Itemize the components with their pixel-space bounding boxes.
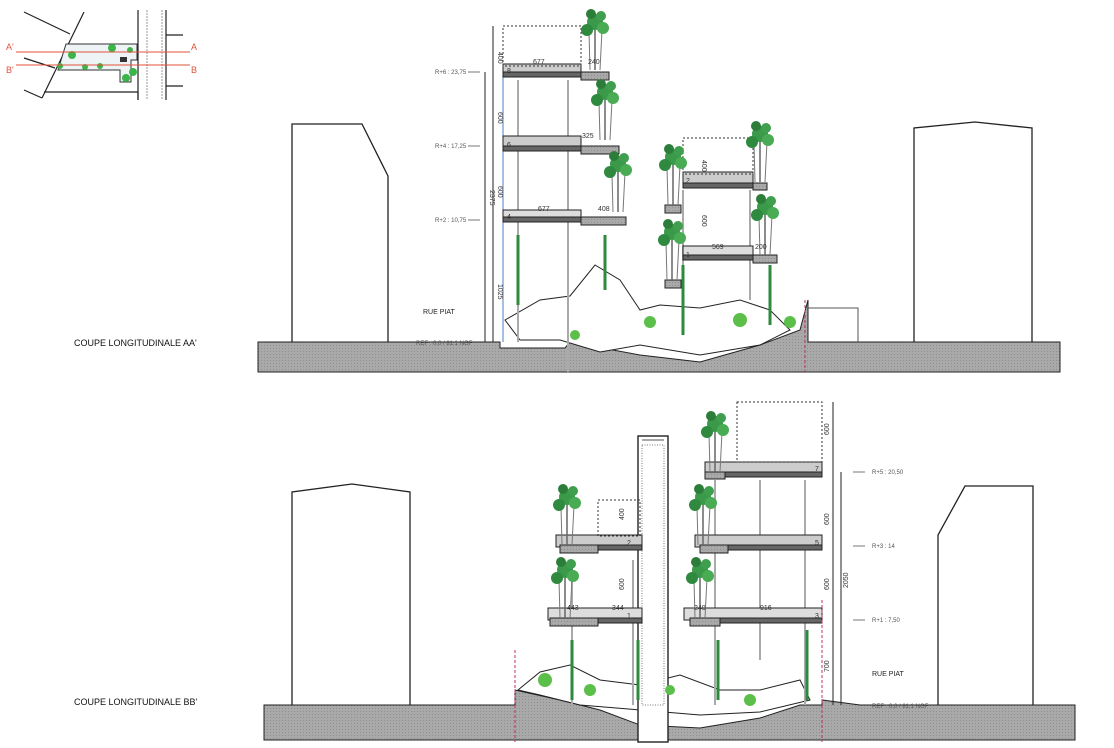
dim-bb-w1b: 344 [612,605,624,612]
floor-number: 7 [815,466,819,473]
cut-b-prime-label: B' [6,65,14,75]
section-aa-title: COUPE LONGITUDINALE AA' [74,338,197,348]
dim-aa-floor1: 600 [496,112,503,124]
cut-b-label: B [191,65,197,75]
key-plan: A' A B' B [6,10,197,100]
dim-bb-r1: 600 [824,423,831,435]
dim-aa-w8b: 240 [588,59,600,66]
dim-aa-w1a: 569 [712,244,724,251]
left-building-bb [291,483,411,705]
dim-aa-w8a: 677 [533,59,545,66]
level-r2: R+2 : 10,75 [435,218,467,224]
level-r5: R+5 : 20,50 [872,470,904,476]
section-aa: COUPE LONGITUDINALE AA' [74,8,1061,373]
right-building-bb [937,485,1034,705]
dim-aa-w4b: 408 [598,206,610,213]
dim-aa-w4a: 677 [538,206,550,213]
floor-number: 4 [507,214,511,221]
street-label-bb: RUE PIAT [872,671,904,678]
dim-aa-top: 400 [496,52,503,64]
dim-aa-r-mid: 600 [700,215,707,227]
dim-aa-w1b: 200 [755,244,767,251]
left-building-aa [291,123,389,342]
section-bb: COUPE LONGITUDINALE BB' 600 600 [74,401,1076,743]
dim-bb-total: 2050 [843,572,850,588]
dim-bb-l-mid: 600 [619,578,626,590]
dim-bb-w1a: 443 [567,605,579,612]
right-building-aa [913,121,1033,342]
floor-number: 6 [507,142,511,149]
level-r1: R+1 : 7,50 [872,618,901,624]
floor-number: 3 [815,613,819,620]
ground-bb [263,689,1076,741]
dim-aa-floor2: 600 [496,186,503,198]
dim-bb-base: 700 [824,660,831,672]
dim-bb-r2: 600 [824,513,831,525]
floor-number: 2 [686,178,690,185]
dim-aa-r-top: 400 [700,160,707,172]
dim-aa-base: 1025 [496,284,503,300]
floor-number: 5 [815,540,819,547]
dim-bb-w3b: 916 [760,605,772,612]
ref-level-bb: REF : 0,0 / 81.1 NGF [872,704,929,710]
cut-a-label: A [191,42,197,52]
level-r4: R+4 : 17,25 [435,144,467,150]
dim-aa-w6b: 325 [582,133,594,140]
level-r6: R+6 : 23,75 [435,70,467,76]
floor-number: 1 [686,252,690,259]
stair-tower [637,435,669,743]
floor-number: 8 [507,68,511,75]
ref-level-aa: REF : 0,0 / 81.1 NGF [416,341,473,347]
level-r3: R+3 : 14 [872,544,896,550]
dim-bb-w3a: 240 [694,605,706,612]
floor-number: 1 [627,613,631,620]
section-bb-title: COUPE LONGITUDINALE BB' [74,697,198,707]
street-label-aa: RUE PIAT [423,309,455,316]
cut-a-prime-label: A' [6,42,14,52]
dim-aa-total: 2375 [488,190,495,206]
dim-bb-l-top: 400 [619,508,626,520]
floor-number: 2 [627,540,631,547]
dim-bb-r3: 600 [824,578,831,590]
